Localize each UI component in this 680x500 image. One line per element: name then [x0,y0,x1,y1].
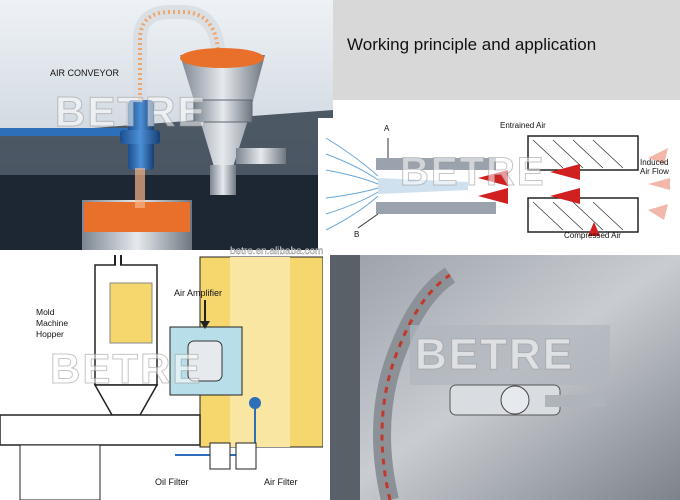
air-conveyor-illustration: AIR CONVEYOR [0,0,333,250]
compressed-air-label: Compressed Air [564,231,621,240]
air-amplifier-label: Air Amplifier [174,288,223,298]
site-watermark: betre.en.alibaba.com [230,246,324,257]
installation-photo-drawing [330,255,680,500]
hopper-label: Mold Machine Hopper [36,307,69,339]
watermark-2: BETRE [400,150,546,195]
air-filter-label: Air Filter [264,477,298,487]
air-conveyor-label: AIR CONVEYOR [50,68,120,78]
entrained-air-label: Entrained Air [500,121,546,130]
mold-hopper-diagram: Mold Machine Hopper Air Amplifier Oil Fi… [0,255,323,500]
label-a: A [384,124,390,133]
working-principle-diagram: A B Entrained Air Induced Air Flow Compr… [318,118,680,250]
installation-photo [330,255,680,500]
watermark-1: BETRE [54,88,208,136]
oil-filter-label: Oil Filter [155,477,189,487]
watermark-4: BETRE [414,330,575,380]
air-conveyor-drawing [0,0,333,250]
title-area: Working principle and application [333,0,680,100]
principle-drawing [325,135,670,236]
page-title: Working principle and application [347,35,597,54]
induced-air-flow-label: Induced Air Flow [640,158,669,176]
watermark-3: BETRE [49,345,203,393]
hopper-drawing [0,255,323,500]
label-b: B [354,230,360,239]
